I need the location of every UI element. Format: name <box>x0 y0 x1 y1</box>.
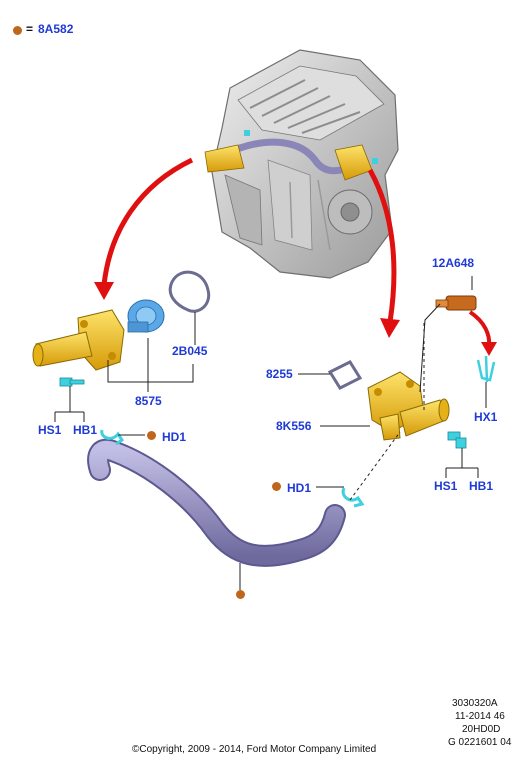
thermostat-housing-left <box>32 309 125 371</box>
sensor-arrow <box>468 310 497 356</box>
legend-dot-icon <box>13 26 22 35</box>
hose-clamp-upper <box>100 429 125 446</box>
label-hs1-left: HS1 <box>38 423 62 437</box>
gasket-2b045 <box>168 270 211 313</box>
model-code: 20HD0D <box>462 724 501 735</box>
thermostat-8575 <box>127 299 165 333</box>
date-code: 11-2014 46 <box>455 711 505 722</box>
legend-code: 8A582 <box>38 22 74 36</box>
label-8575: 8575 <box>135 394 162 408</box>
label-hs1-right: HS1 <box>434 479 458 493</box>
label-hd1-lower: HD1 <box>287 481 312 495</box>
material-dot-icon <box>236 590 245 599</box>
gasket-8255 <box>327 360 363 390</box>
reference-code: G 0221601 04 <box>448 737 512 748</box>
legend-equals: = <box>26 22 34 36</box>
label-hb1-right: HB1 <box>469 479 494 493</box>
label-hx1: HX1 <box>474 410 498 424</box>
label-2b045: 2B045 <box>172 344 208 358</box>
copyright-notice: ©Copyright, 2009 - 2014, Ford Motor Comp… <box>132 744 377 755</box>
bolt-right <box>447 431 467 449</box>
engine-block <box>204 49 399 279</box>
coolant-hose <box>87 438 346 567</box>
bolt-left <box>59 377 85 387</box>
temperature-sensor-12a648 <box>435 295 477 311</box>
hose-clamp-lower <box>341 487 365 508</box>
thermostat-housing-right <box>367 371 450 441</box>
illustration-code: 3030320A <box>452 698 498 709</box>
leader-lines <box>54 276 487 590</box>
material-dot-icon <box>272 482 281 491</box>
label-hd1-upper: HD1 <box>162 430 187 444</box>
label-12a648: 12A648 <box>432 256 475 270</box>
label-8k556: 8K556 <box>276 419 312 433</box>
assembly-arrow-right <box>367 168 400 338</box>
label-hb1-left: HB1 <box>73 423 98 437</box>
clip-hx1 <box>476 355 496 383</box>
material-dot-icon <box>147 431 156 440</box>
assembly-arrow-left <box>94 157 194 300</box>
label-8255: 8255 <box>266 367 293 381</box>
